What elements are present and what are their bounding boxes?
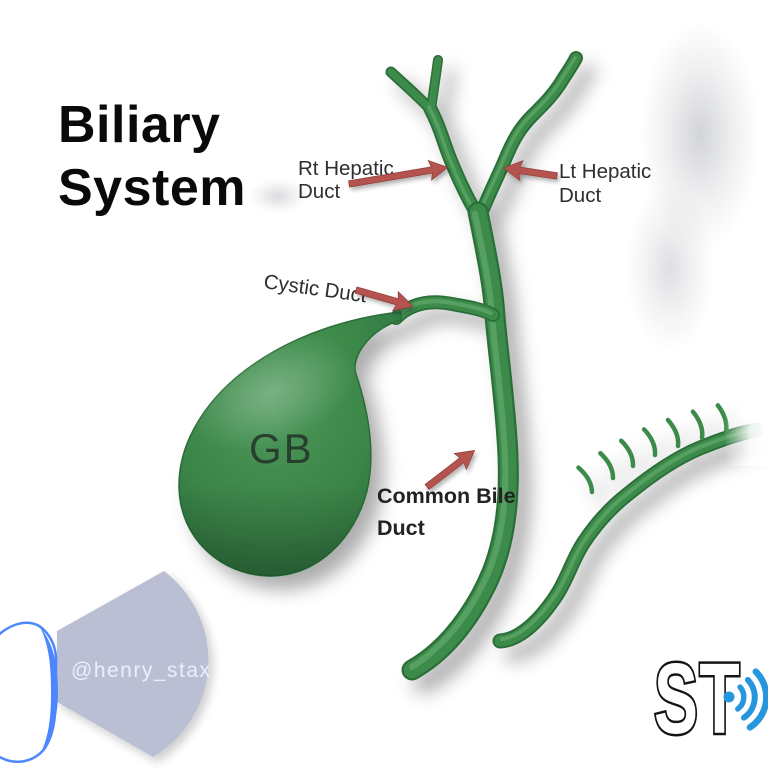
watermark: @henry_stax	[0, 571, 212, 763]
common-bile-duct-label-2: Duct	[377, 516, 425, 540]
rt-hepatic-duct-shape	[385, 55, 485, 223]
shadow-wash	[625, 183, 715, 353]
lt-hepatic-arrow-icon	[502, 160, 558, 182]
lt-hepatic-duct-shape	[473, 51, 583, 223]
logo: ST	[652, 640, 768, 756]
cystic-duct-label: Cystic Duct	[262, 270, 368, 307]
common-bile-duct-arrow-icon	[424, 450, 476, 491]
shadow-wash	[248, 178, 308, 214]
pancreatic-duct-shape	[492, 405, 764, 649]
watermark-handle: @henry_stax	[71, 659, 212, 682]
duct-fade-overlay	[724, 396, 768, 466]
gallbladder-label: GB	[249, 425, 314, 472]
biliary-tree	[178, 51, 764, 681]
common-bile-duct-shape	[401, 201, 519, 681]
common-bile-duct-label: Common Bile	[377, 484, 516, 508]
sound-wave-icon	[723, 668, 768, 731]
page-title: Biliary System	[58, 96, 246, 217]
title-line-1: Biliary	[58, 96, 220, 154]
rt-hepatic-duct-label: Rt Hepatic	[298, 157, 394, 180]
rt-hepatic-duct-label-2: Duct	[298, 180, 340, 203]
gallbladder-shape	[178, 311, 402, 577]
background-shadow-washes	[248, 20, 760, 353]
cystic-duct-arrow-icon	[354, 286, 414, 312]
ultrasound-beam-shape	[57, 571, 209, 757]
lt-hepatic-duct-label-2: Duct	[559, 184, 601, 207]
title-line-2: System	[58, 159, 246, 217]
rt-hepatic-arrow-icon	[348, 159, 449, 188]
lt-hepatic-duct-label: Lt Hepatic	[559, 160, 651, 183]
ultrasound-probe-icon	[0, 621, 58, 763]
